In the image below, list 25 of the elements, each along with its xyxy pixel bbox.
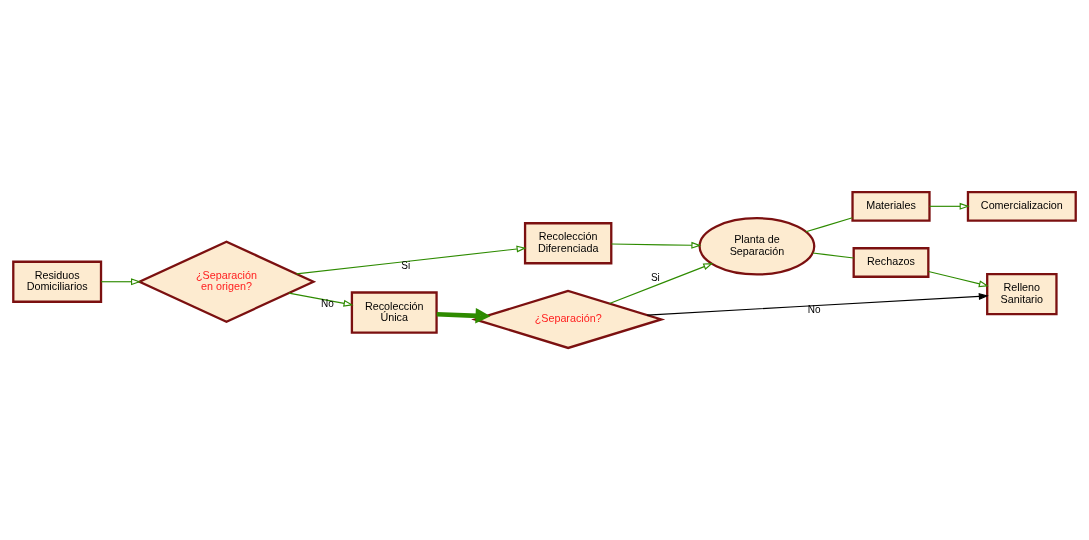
- node-box: Residuos Domiciliarios: [12, 260, 103, 303]
- arrow: [928, 202, 970, 210]
- arrow: [295, 245, 527, 275]
- node-box: Recolección Única: [350, 291, 438, 334]
- edge-label: No: [321, 298, 334, 310]
- connector: [812, 252, 855, 259]
- connector: [805, 217, 853, 233]
- node-box: Recolección Diferenciada: [523, 222, 613, 265]
- node-diamond: ¿Separación en origen?: [136, 240, 317, 324]
- node-ellipse: Planta de Separación: [698, 217, 816, 276]
- arrow: [646, 292, 989, 316]
- node-box: Materiales: [851, 190, 931, 222]
- arrow: [609, 263, 714, 305]
- arrow: [288, 292, 354, 307]
- edge-label: Si: [650, 271, 660, 283]
- arrow: [436, 307, 491, 324]
- edge-label: No: [807, 304, 821, 316]
- node-diamond: ¿Separación?: [471, 289, 666, 350]
- arrow: [927, 270, 989, 288]
- node-box: Relleno Sanitario: [986, 272, 1058, 316]
- node-box: Rechazos: [852, 247, 930, 278]
- arrow: [100, 278, 141, 286]
- edge-label: Si: [401, 259, 411, 271]
- node-box: Comercializacion: [966, 190, 1077, 222]
- arrow: [610, 241, 702, 249]
